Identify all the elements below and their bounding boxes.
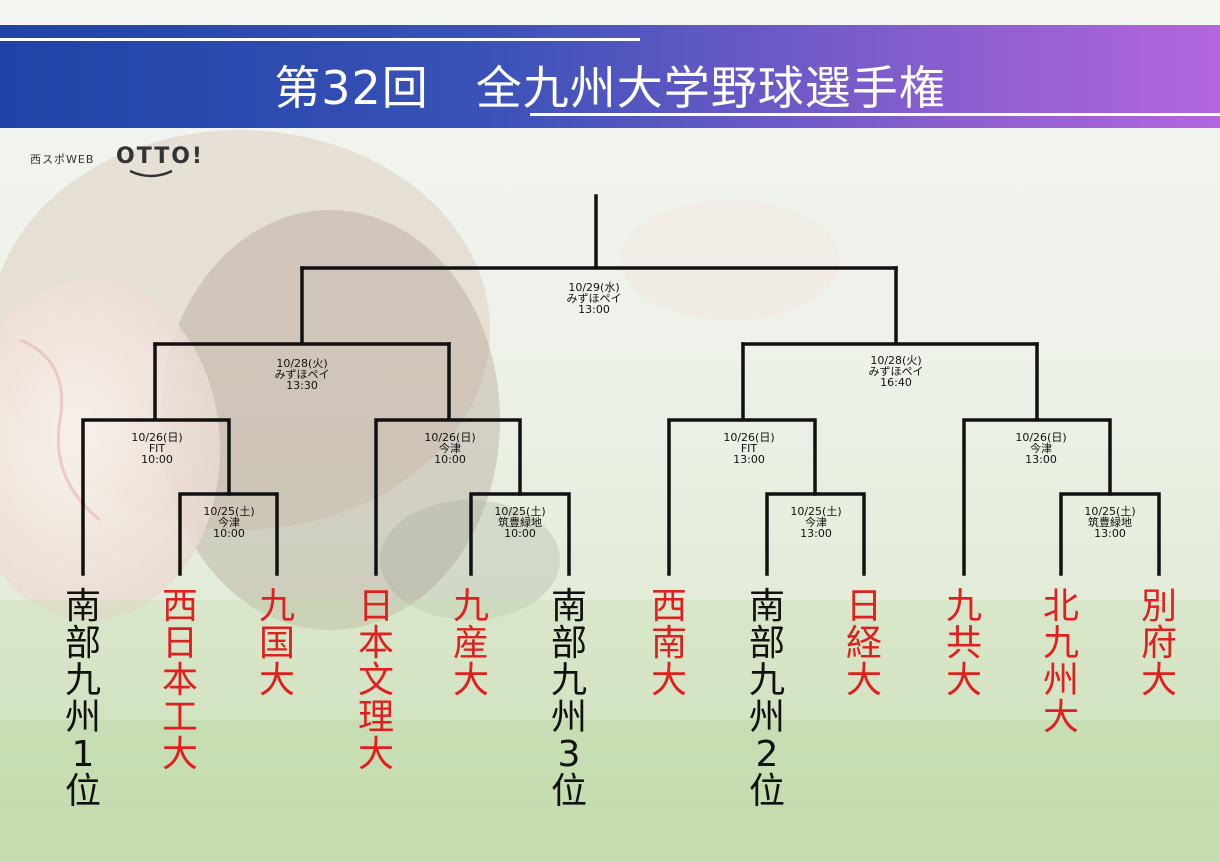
team-name: 南部九州2位 (748, 586, 785, 812)
team-name: 南部九州1位 (64, 586, 101, 812)
bracket-line-semi-right (741, 266, 1039, 346)
team-name: 九国大 (258, 586, 295, 701)
match-info-qf1: 10/26(日) FIT 10:00 (102, 432, 212, 465)
match-venue: 筑豊緑地 (498, 516, 542, 529)
bracket-line-qf3 (667, 342, 817, 576)
team-name: 西日本工大 (161, 586, 198, 775)
match-info-r1d: 10/25(土) 筑豊緑地 13:00 (1055, 506, 1165, 539)
match-time: 13:00 (1094, 527, 1126, 540)
smile-icon (129, 169, 173, 178)
bracket-line-r1a (178, 492, 279, 576)
bracket-line-r1d (1059, 492, 1161, 576)
match-time: 10:00 (141, 453, 173, 466)
match-date: 10/29(水) (568, 281, 620, 294)
match-date: 10/26(日) (1015, 431, 1067, 444)
match-venue: 今津 (1030, 442, 1052, 455)
match-time: 13:00 (800, 527, 832, 540)
bracket-line-semi-left (153, 266, 451, 346)
match-venue: みずほペイ (566, 292, 622, 305)
banner-decoration-line-bottom (530, 113, 1220, 116)
match-venue: 今津 (218, 516, 240, 529)
match-info-final: 10/29(水) みずほペイ 13:00 (539, 282, 649, 315)
match-time: 13:00 (578, 303, 610, 316)
match-info-semi-left: 10/28(火) みずほペイ 13:30 (247, 358, 357, 391)
match-venue: 今津 (439, 442, 461, 455)
match-date: 10/28(火) (276, 357, 328, 370)
team-name: 日経大 (845, 586, 882, 701)
match-info-r1a: 10/25(土) 今津 10:00 (174, 506, 284, 539)
match-time: 10:00 (504, 527, 536, 540)
match-date: 10/26(日) (424, 431, 476, 444)
match-time: 13:00 (733, 453, 765, 466)
banner-decoration-line-top (0, 38, 640, 41)
match-time: 13:30 (286, 379, 318, 392)
match-venue: みずほペイ (274, 368, 330, 381)
team-name: 北九州大 (1042, 586, 1079, 738)
match-info-semi-right: 10/28(火) みずほペイ 16:40 (841, 355, 951, 388)
page-title: 第32回 全九州大学野球選手権 (274, 61, 946, 115)
match-venue: 今津 (805, 516, 827, 529)
match-date: 10/25(土) (203, 505, 255, 518)
match-date: 10/25(土) (494, 505, 546, 518)
team-name: 南部九州3位 (550, 586, 587, 812)
match-date: 10/26(日) (131, 431, 183, 444)
match-time: 16:40 (880, 376, 912, 389)
match-info-r1c: 10/25(土) 今津 13:00 (761, 506, 871, 539)
match-info-r1b: 10/25(土) 筑豊緑地 10:00 (465, 506, 575, 539)
match-venue: FIT (740, 442, 758, 455)
bracket-line-qf4 (962, 342, 1112, 576)
match-info-qf4: 10/26(日) 今津 13:00 (986, 432, 1096, 465)
otto-logo: 西スポWEB OTTO! (30, 142, 220, 182)
title-banner (0, 25, 1220, 128)
match-time: 10:00 (434, 453, 466, 466)
match-venue: 筑豊緑地 (1088, 516, 1132, 529)
logo-main-text: OTTO! (116, 144, 204, 169)
match-info-qf3: 10/26(日) FIT 13:00 (694, 432, 804, 465)
team-name: 九産大 (452, 586, 489, 701)
match-venue: FIT (148, 442, 166, 455)
team-name: 日本文理大 (357, 586, 394, 775)
match-time: 13:00 (1025, 453, 1057, 466)
match-date: 10/26(日) (723, 431, 775, 444)
match-info-qf2: 10/26(日) 今津 10:00 (395, 432, 505, 465)
bracket-line-final (300, 194, 898, 270)
bracket-line-qf1 (81, 342, 231, 576)
bracket-line-qf2 (374, 342, 522, 576)
match-venue: みずほペイ (868, 365, 924, 378)
match-date: 10/28(火) (870, 354, 922, 367)
team-name: 別府大 (1140, 586, 1177, 701)
match-date: 10/25(土) (790, 505, 842, 518)
bracket-line-r1b (469, 492, 571, 576)
match-date: 10/25(土) (1084, 505, 1136, 518)
team-name: 西南大 (650, 586, 687, 701)
team-name: 九共大 (945, 586, 982, 701)
bracket-line-r1c (765, 492, 866, 576)
match-time: 10:00 (213, 527, 245, 540)
logo-small-text: 西スポWEB (30, 153, 95, 166)
